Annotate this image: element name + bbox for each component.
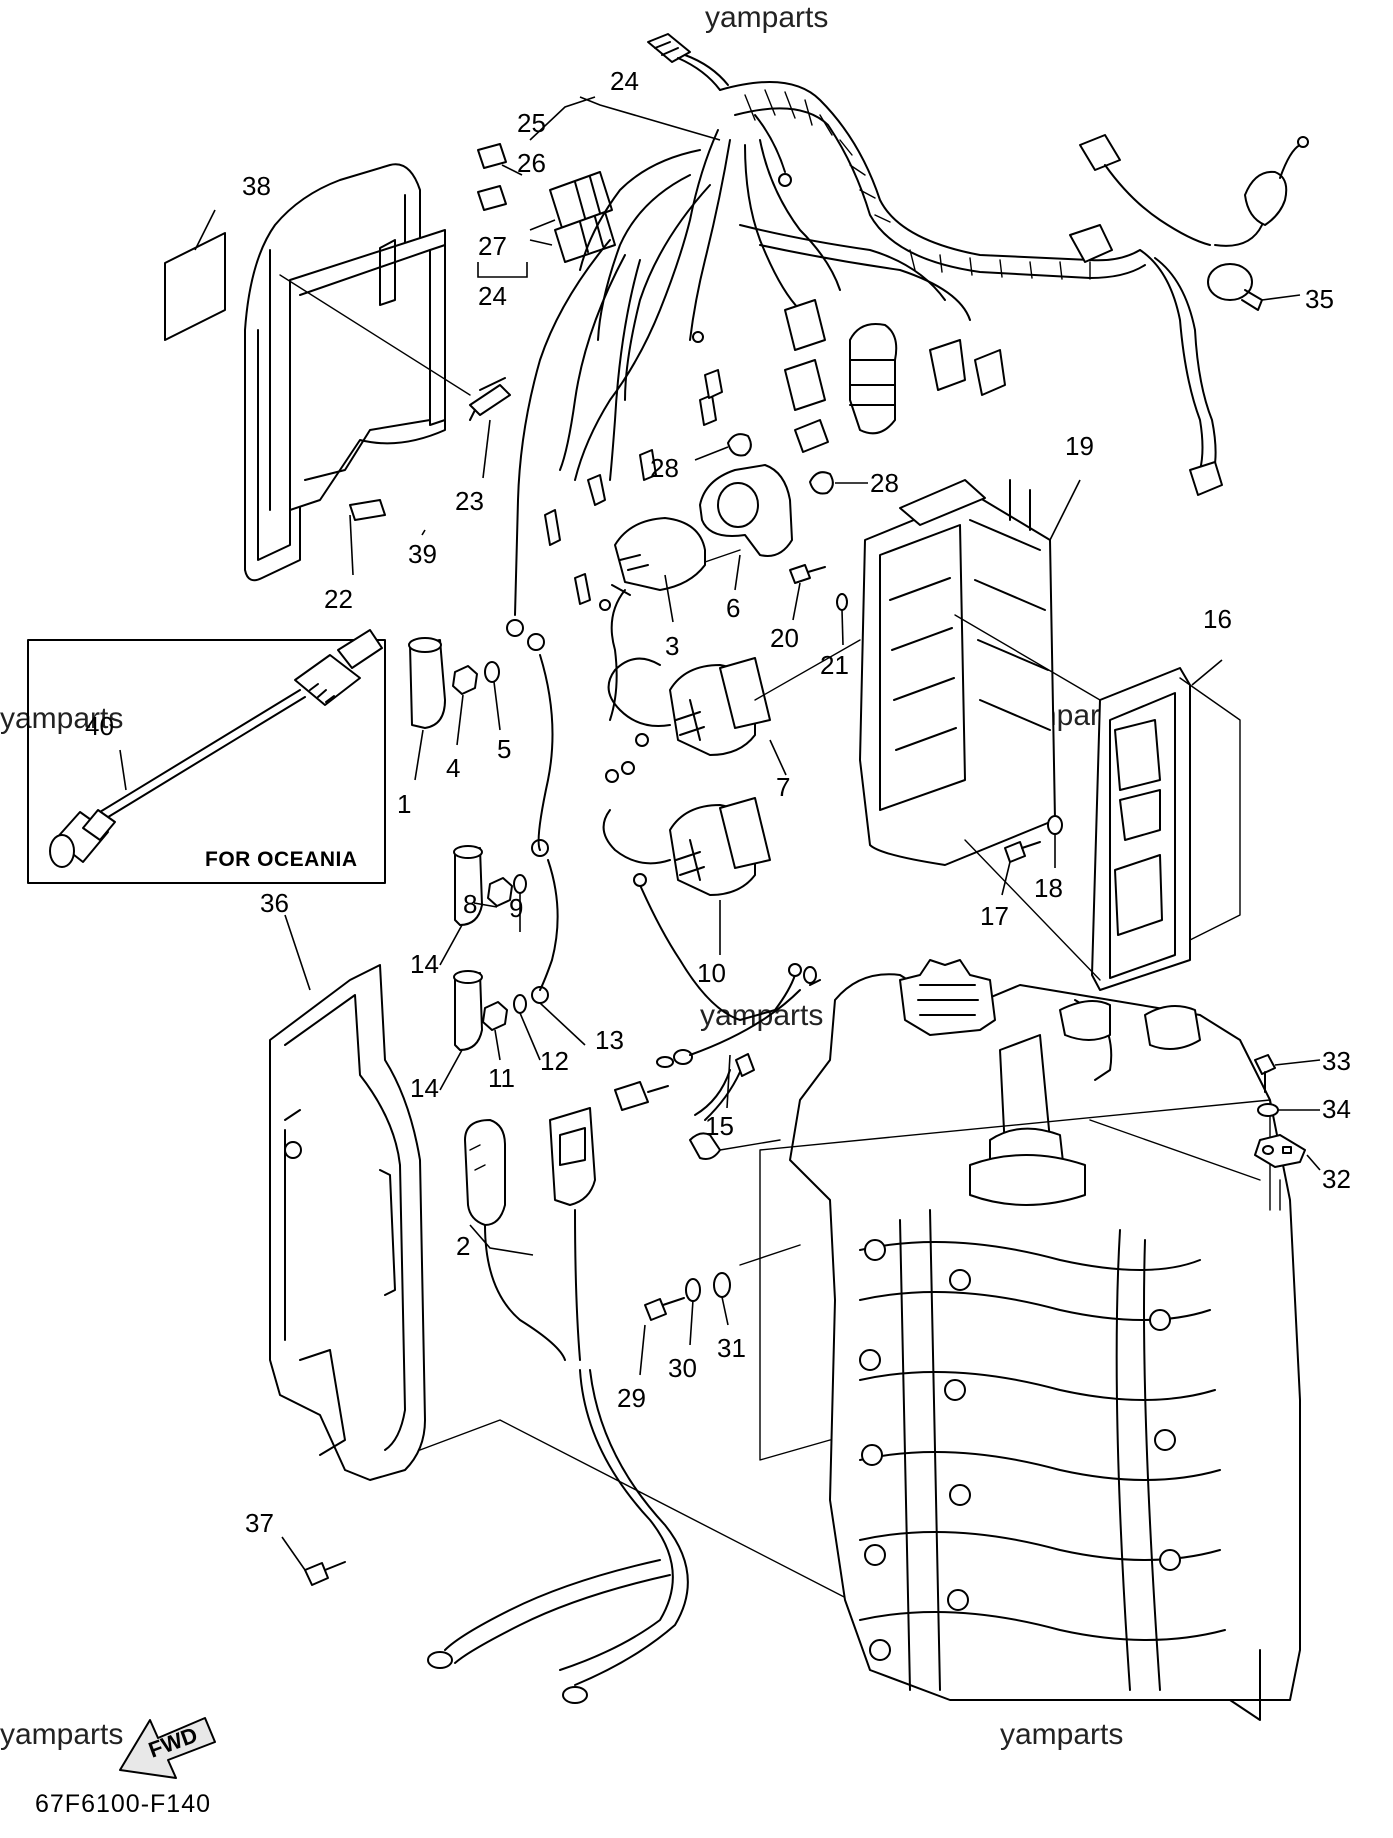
oceania-inset-box: FOR OCEANIA [27,629,386,884]
watermark-center: yamparts [700,999,823,1032]
callout-24b: 24 [478,281,507,311]
callout-14b: 14 [410,1073,439,1103]
callout-36: 36 [260,888,289,918]
callout-21: 21 [820,650,849,680]
callout-31: 31 [717,1333,746,1363]
watermark-bottom-right: yamparts [1000,1718,1123,1751]
callout-26: 26 [517,148,546,178]
watermark-left: yamparts [0,702,123,735]
callout-7: 7 [776,772,790,802]
callout-20: 20 [770,623,799,653]
callout-2: 2 [456,1231,470,1261]
cover-36 [269,964,921,1601]
callout-17: 17 [980,901,1009,931]
callout-24a: 24 [610,66,639,96]
callout-35: 35 [1305,284,1334,314]
callout-32: 32 [1322,1164,1351,1194]
cable-2-assembly [427,1107,689,1704]
fwd-arrow: FWD [119,1717,216,1779]
callout-15: 15 [705,1111,734,1141]
callout-18: 18 [1034,873,1063,903]
bracket-19-and-plate-16 [859,479,1241,991]
callout-28b: 28 [870,468,899,498]
callout-19: 19 [1065,431,1094,461]
callout-34: 34 [1322,1094,1351,1124]
callout-25: 25 [517,108,546,138]
callout-40: 40 [85,711,114,741]
callout-9: 9 [509,893,523,923]
callout-37: 37 [245,1508,274,1538]
watermark-bottom-left: yamparts [0,1718,123,1751]
relay-components [408,433,861,1111]
callout-14a: 14 [410,949,439,979]
callout-29: 29 [617,1383,646,1413]
callout-39: 39 [408,539,437,569]
callout-12: 12 [540,1046,569,1076]
engine-block [689,959,1306,1721]
callout-28a: 28 [650,453,679,483]
bolt-29-washers-30-31 [644,1244,801,1321]
electrical-cover-assembly [164,163,511,582]
callout-5: 5 [497,734,511,764]
leader-lines [119,96,1321,1571]
oceania-caption: FOR OCEANIA [205,848,358,871]
wire-harness-assembly [477,33,1309,637]
callout-8: 8 [463,889,477,919]
callout-1: 1 [397,789,411,819]
callout-3: 3 [665,631,679,661]
callout-23: 23 [455,486,484,516]
callout-38: 38 [242,171,271,201]
callout-10: 10 [697,958,726,988]
callout-33: 33 [1322,1046,1351,1076]
callout-4: 4 [446,753,460,783]
callout-6: 6 [726,593,740,623]
callout-labels: 1 2 3 4 5 6 7 8 9 10 11 12 13 14 14 15 1… [85,66,1351,1538]
watermark-top: yamparts [705,1,828,34]
callout-11: 11 [488,1063,515,1093]
callout-22: 22 [324,584,353,614]
callout-27: 27 [478,231,507,261]
callout-30: 30 [668,1353,697,1383]
callout-16: 16 [1203,604,1232,634]
diagram-code: 67F6100-F140 [35,1790,211,1818]
callout-13: 13 [595,1025,624,1055]
